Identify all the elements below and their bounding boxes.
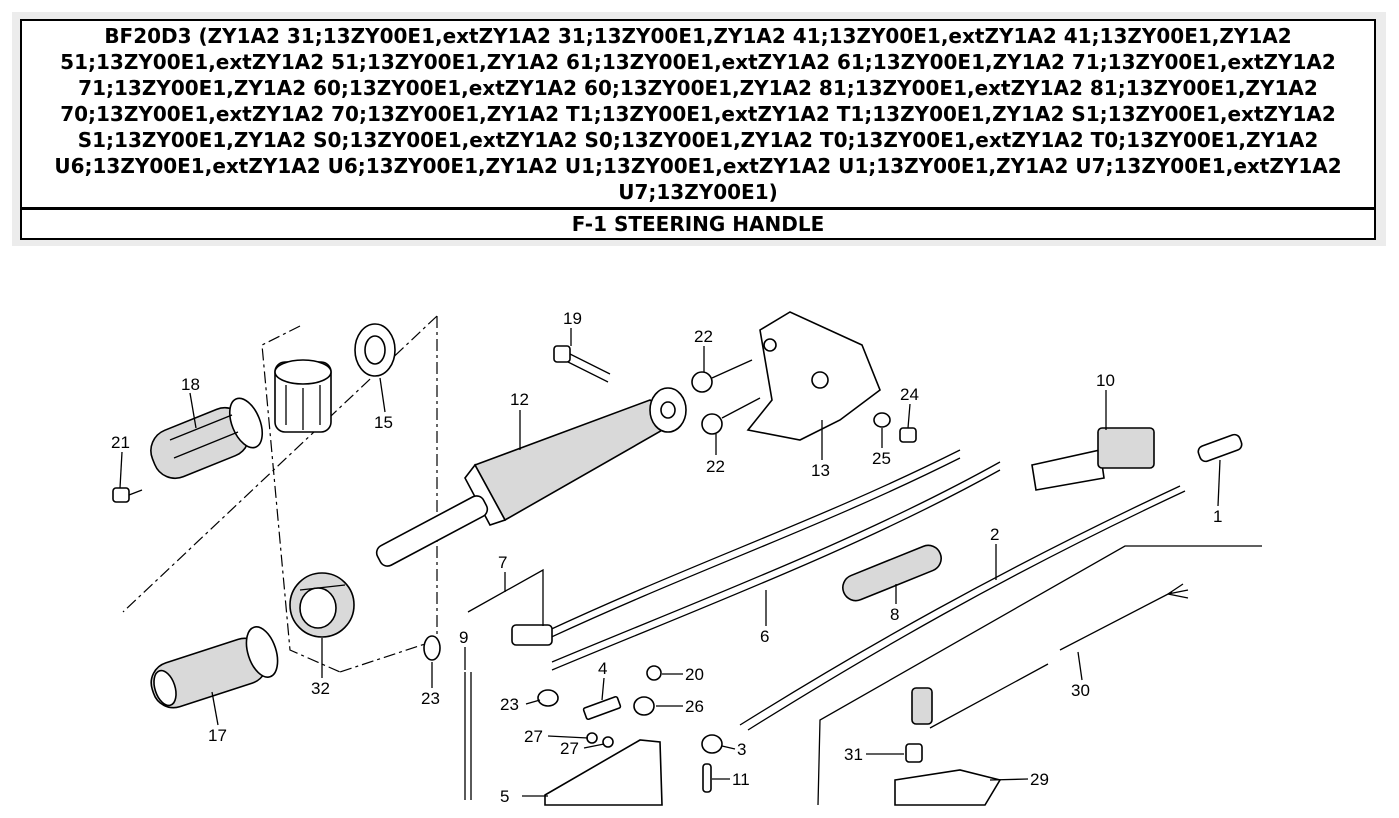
part-21-screw bbox=[112, 487, 143, 503]
part-12-steering-handle bbox=[375, 387, 687, 567]
callout-3: 3 bbox=[737, 740, 746, 759]
model-title-box: BF20D3 (ZY1A2 31;13ZY00E1,extZY1A2 31;13… bbox=[20, 19, 1376, 209]
callout-27: 27 bbox=[560, 739, 579, 758]
callout-30: 30 bbox=[1071, 681, 1090, 700]
part-4-plate bbox=[582, 695, 622, 721]
callout-29: 29 bbox=[1030, 770, 1049, 789]
callout-5: 5 bbox=[500, 787, 509, 806]
callout-10: 10 bbox=[1096, 371, 1115, 390]
callout-18: 18 bbox=[181, 375, 200, 394]
part-11-pin bbox=[702, 763, 712, 793]
callout-26: 26 bbox=[685, 697, 704, 716]
callout-20: 20 bbox=[685, 665, 704, 684]
callout-19: 19 bbox=[563, 309, 582, 328]
part-23-grommet bbox=[537, 689, 559, 707]
callout-22: 22 bbox=[694, 327, 713, 346]
part-20-screw bbox=[646, 665, 662, 681]
part-26-clamp bbox=[633, 696, 655, 716]
callout-8: 8 bbox=[890, 605, 899, 624]
model-title: BF20D3 (ZY1A2 31;13ZY00E1,extZY1A2 31;13… bbox=[54, 24, 1342, 204]
part-18-grip bbox=[150, 397, 264, 480]
part-3-clip bbox=[701, 734, 723, 754]
callout-27: 27 bbox=[524, 727, 543, 746]
callout-2: 2 bbox=[990, 525, 999, 544]
parts-diagram: 19 22 22 12 15 18 21 17 32 13 24 25 10 1… bbox=[111, 309, 1262, 806]
part-23-clamp-left bbox=[423, 635, 441, 661]
callout-15: 15 bbox=[374, 413, 393, 432]
header-panel: BF20D3 (ZY1A2 31;13ZY00E1,extZY1A2 31;13… bbox=[12, 12, 1386, 246]
part-5-cover bbox=[544, 739, 663, 806]
callout-31: 31 bbox=[844, 745, 863, 764]
callout-25: 25 bbox=[872, 449, 891, 468]
callout-7: 7 bbox=[498, 553, 507, 572]
part-1-clip bbox=[1197, 433, 1243, 463]
part-19-bolt bbox=[553, 345, 611, 383]
part-24-nut bbox=[899, 427, 917, 443]
part-22-bolt-lower bbox=[701, 397, 761, 435]
callout-6: 6 bbox=[760, 627, 769, 646]
part-17-grip bbox=[150, 626, 279, 709]
part-30-wire bbox=[929, 583, 1189, 729]
section-title: F-1 STEERING HANDLE bbox=[571, 212, 825, 236]
callout-23: 23 bbox=[500, 695, 519, 714]
part-9-spring bbox=[464, 672, 472, 800]
callout-23: 23 bbox=[421, 689, 440, 708]
part-8-boot bbox=[842, 544, 942, 602]
callout-labels: 19 22 22 12 15 18 21 17 32 13 24 25 10 1… bbox=[111, 309, 1222, 806]
part-10-switch bbox=[1031, 427, 1155, 491]
callout-1: 1 bbox=[1213, 507, 1222, 526]
leader-lines bbox=[119, 328, 1221, 797]
part-2-cable bbox=[739, 485, 1186, 731]
part-29-bracket bbox=[894, 687, 1002, 806]
part-27-screw-b bbox=[602, 736, 614, 748]
callout-12: 12 bbox=[510, 390, 529, 409]
callout-13: 13 bbox=[811, 461, 830, 480]
callout-32: 32 bbox=[311, 679, 330, 698]
callout-4: 4 bbox=[598, 659, 607, 678]
callout-9: 9 bbox=[459, 628, 468, 647]
part-15-ring bbox=[354, 323, 396, 377]
callout-22: 22 bbox=[706, 457, 725, 476]
part-13-bracket bbox=[746, 311, 881, 441]
callout-21: 21 bbox=[111, 433, 130, 452]
part-32-cam bbox=[289, 572, 355, 638]
callout-24: 24 bbox=[900, 385, 919, 404]
part-27-screw-a bbox=[586, 732, 598, 744]
callout-11: 11 bbox=[732, 770, 750, 789]
part-6-harness bbox=[511, 449, 1001, 671]
callout-17: 17 bbox=[208, 726, 227, 745]
part-31-grommet bbox=[905, 743, 923, 763]
section-title-box: F-1 STEERING HANDLE bbox=[20, 208, 1376, 240]
part-25-washer bbox=[873, 412, 891, 428]
part-collar bbox=[274, 359, 332, 433]
part-22-bolt-upper bbox=[691, 359, 753, 393]
